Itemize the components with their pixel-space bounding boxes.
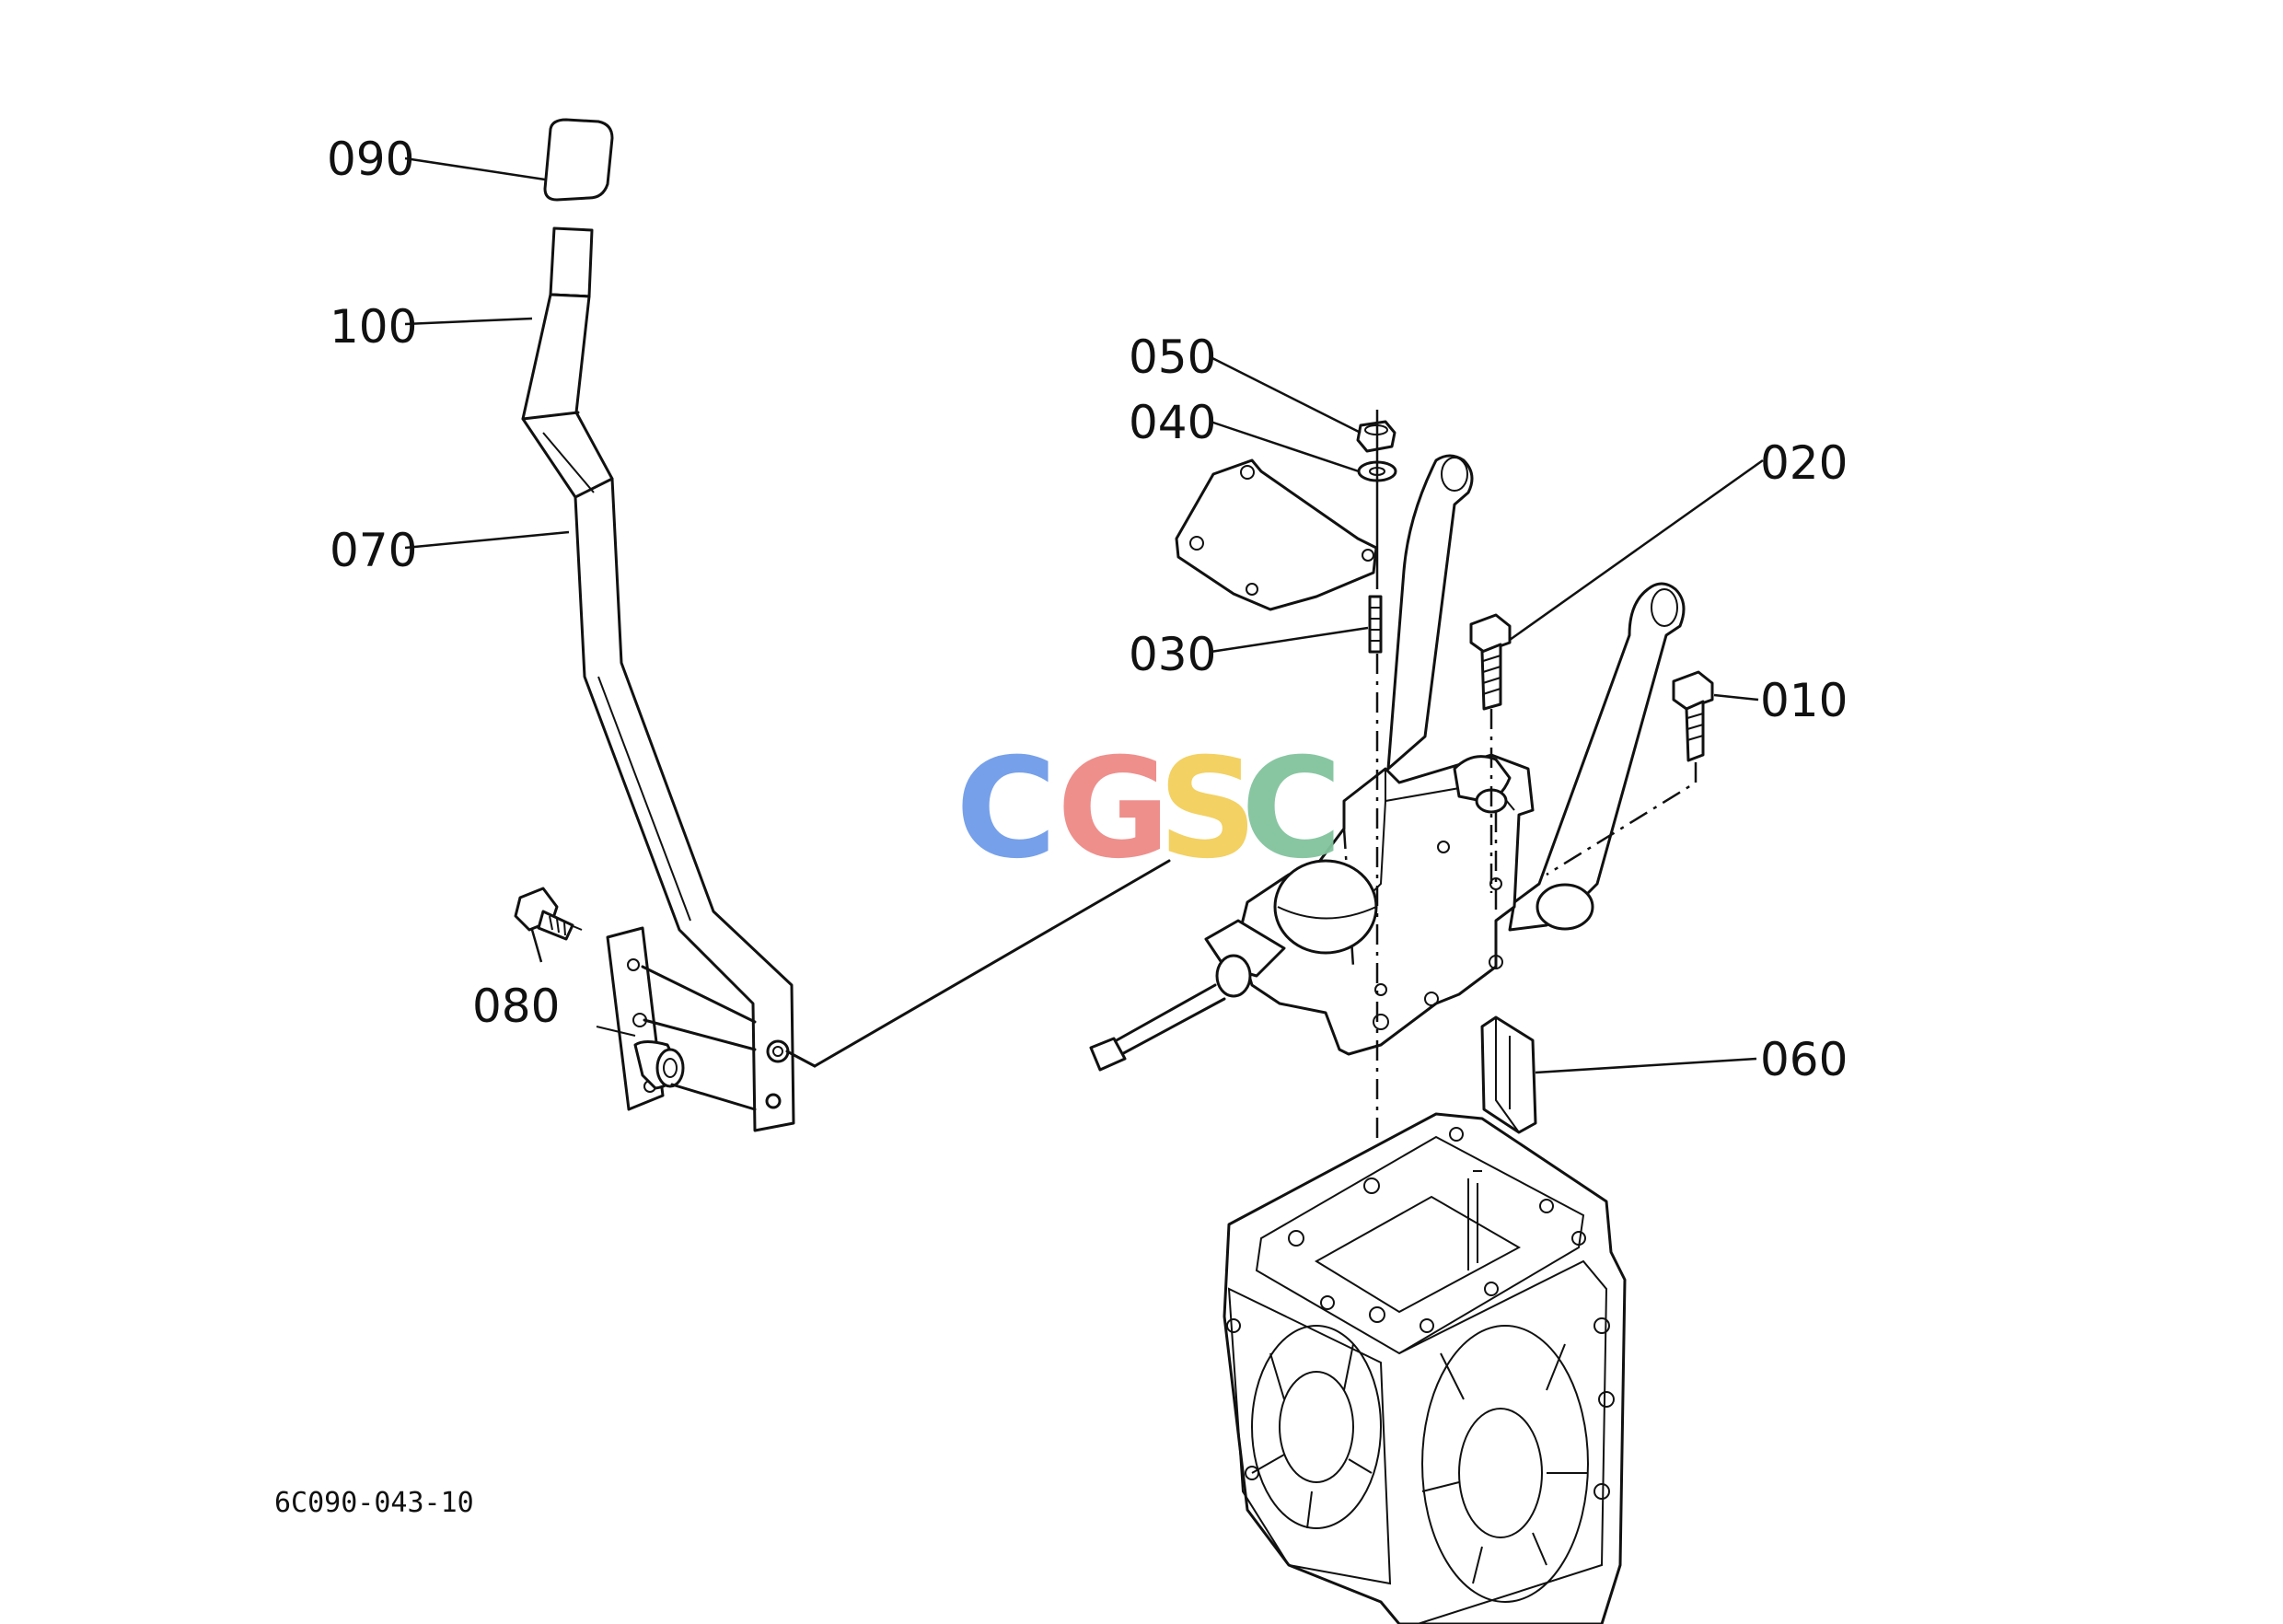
callout-070: 070 [330,524,417,577]
callout-labels: 090 100 070 080 050 040 020 030 010 060 [327,133,1848,1086]
watermark-letter-1: C [956,729,1057,889]
lever-knob [543,118,614,202]
leader-lines [404,157,1764,1074]
bolt-080 [514,887,583,941]
figure-code: 6C090-043-10 [274,1487,474,1519]
callout-020: 020 [1760,436,1848,490]
watermark-letter-3: S [1158,729,1257,889]
shift-arm-lower [1508,582,1686,932]
transmission-case [1223,1112,1627,1624]
shift-cover-assembly [1089,410,1714,1381]
bolt-020 [1469,613,1512,711]
stud-030 [1368,595,1383,654]
shift-lever [521,293,795,1132]
callout-100: 100 [330,300,417,354]
case-outline [1223,1112,1627,1624]
watermark-letter-2: G [1057,729,1170,889]
callout-060: 060 [1760,1033,1848,1086]
lever-grip [549,226,594,298]
callout-090: 090 [327,133,414,186]
callout-040: 040 [1129,396,1216,449]
bolt-010 [1672,670,1714,762]
callout-030: 030 [1129,628,1216,681]
shift-cover-body [1236,753,1535,1056]
callout-050: 050 [1129,331,1216,384]
cover-bracket [1175,458,1378,611]
shift-arm-upper [1386,454,1474,771]
callout-080: 080 [472,980,560,1033]
shift-lever-assembly [514,118,795,1132]
watermark: C G S C [956,729,1342,889]
watermark-letter-4: C [1241,729,1342,889]
callout-010: 010 [1760,674,1848,727]
